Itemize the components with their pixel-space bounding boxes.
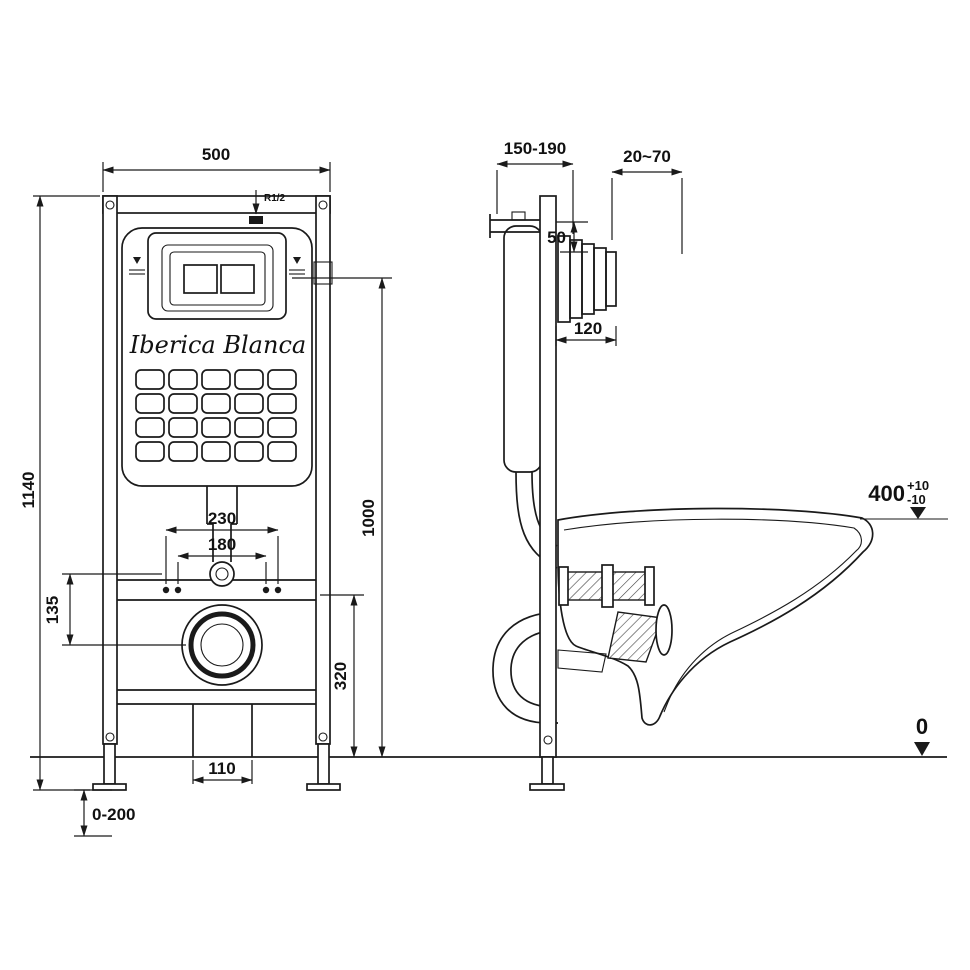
rail-side (539, 195, 557, 758)
frame-height-label: 1140 (19, 472, 38, 509)
flush-plate-outer (161, 244, 274, 312)
bolt-span-label: 180 (208, 535, 236, 554)
outlet-pipe (192, 704, 253, 757)
dim-tank-depth: 120 (555, 319, 617, 346)
corner-bolt-icon (318, 732, 328, 742)
dim-plate-protrusion: 20~70 (611, 147, 683, 254)
feet-adjust-label: 0-200 (92, 805, 135, 824)
pipe-flange (601, 564, 614, 608)
mounting-pad-grid (135, 369, 297, 462)
plate-height-label: 1000 (359, 499, 378, 537)
rim-tol-minus-label: -10 (907, 492, 926, 507)
fixing-bolt-holes (162, 586, 282, 594)
top-gap-label: 50 (547, 228, 566, 247)
supply-connection-inner (215, 567, 229, 581)
outlet-connector (557, 649, 607, 673)
frame-structure (92, 195, 341, 791)
inlet-thread-label: R1/2 (264, 193, 286, 204)
cistern-markings-right (289, 257, 305, 275)
wall-bracket (489, 211, 540, 238)
side-view: 150-190 20~70 50 120 400 +10 -10 (489, 139, 948, 791)
dim-outlet-width: 110 (192, 759, 253, 784)
dim-feet-adjust: 0-200 (74, 789, 135, 837)
s-trap (492, 611, 558, 724)
dim-top-gap: 50 (547, 221, 588, 253)
plate-protrusion-label: 20~70 (623, 147, 671, 166)
outlet-width-label: 110 (208, 759, 235, 778)
left-foot (92, 783, 127, 791)
level-triangle-icon (914, 742, 930, 756)
dim-inlet-offset: 135 (43, 573, 186, 646)
rim-height-label: 400 (868, 481, 905, 506)
flush-plate-inner (169, 251, 266, 306)
pipe-flange (558, 566, 569, 606)
front-view: Iberica Blanca (19, 145, 392, 837)
corner-bolt-icon (105, 200, 115, 210)
brand-logo: Iberica Blanca (129, 331, 306, 359)
pipe-flange (644, 566, 655, 606)
dim-plate-height: 1000 (292, 277, 392, 758)
toilet-bowl (557, 507, 874, 726)
side-leg (541, 756, 554, 785)
dim-pipe-span: 230 (165, 509, 279, 584)
pipe-span-label: 230 (208, 509, 236, 528)
drain-cone-flange (655, 604, 673, 656)
cistern-markings-left (129, 257, 145, 275)
rail-bracket (313, 261, 333, 285)
frame-width-label: 500 (202, 145, 230, 164)
frame-depth-label: 150-190 (504, 139, 566, 158)
corner-bolt-icon (105, 732, 115, 742)
drain-height-label: 320 (331, 662, 350, 690)
supply-connection (209, 561, 235, 587)
water-inlet-marker: R1/2 (249, 190, 286, 224)
dim-bolt-span: 180 (177, 535, 267, 584)
right-foot (306, 783, 341, 791)
level-triangle-icon (910, 507, 926, 519)
flush-button-left (183, 264, 218, 294)
corner-bolt-icon (318, 200, 328, 210)
flush-button-right (220, 264, 255, 294)
dim-frame-height: 1140 (19, 195, 100, 791)
inlet-offset-label: 135 (43, 596, 62, 624)
floor-level-marker: 0 (914, 714, 930, 756)
dim-drain-height: 320 (320, 594, 364, 758)
tank-depth-label: 120 (574, 319, 602, 338)
flush-extension-tube (557, 235, 617, 323)
right-leg (317, 743, 330, 785)
dim-frame-width: 500 (102, 145, 331, 192)
drain-flange (181, 604, 263, 686)
floor-level-label: 0 (916, 714, 928, 739)
rim-height-marker: 400 +10 -10 (860, 478, 948, 520)
side-foot (529, 783, 565, 791)
rim-tol-plus-label: +10 (907, 478, 929, 493)
cistern-side (503, 225, 543, 473)
left-leg (103, 743, 116, 785)
rail-bolt-icon (543, 735, 553, 745)
toilet-bowl-inner-wall (563, 518, 862, 713)
